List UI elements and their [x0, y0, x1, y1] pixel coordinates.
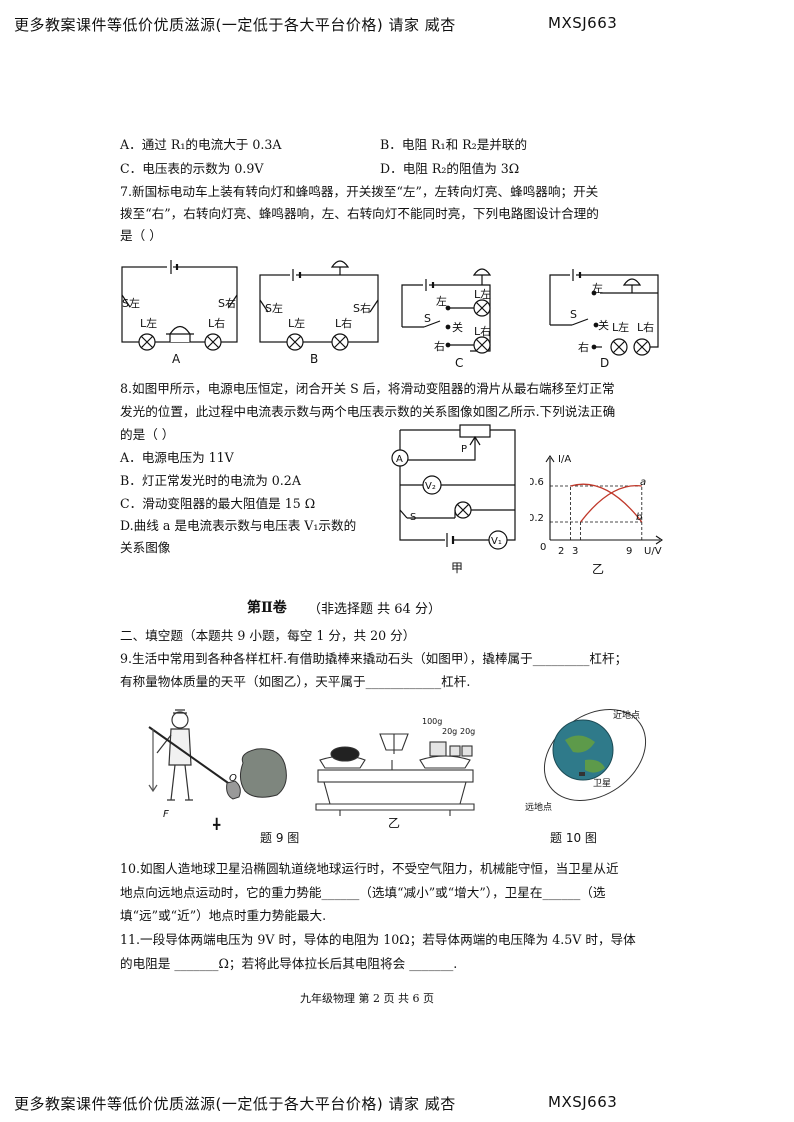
q9-line2: 有称量物体质量的天平（如图乙），天平属于____________杠杆. — [120, 674, 471, 689]
q9-fig-jia-label: ╋ — [213, 817, 221, 830]
q7d-switch-label: S — [570, 308, 577, 321]
section2-heading: 二、填空题（本题共 9 小题，每空 1 分，共 20 分） — [120, 628, 416, 643]
q8-v2-label: V₂ — [425, 481, 436, 492]
q7-label-b: B — [310, 352, 318, 366]
q8-fig-jia-label: 甲 — [451, 561, 463, 575]
q7d-l-left-label: L左 — [612, 321, 629, 334]
q7b-l-right-label: L右 — [335, 316, 352, 330]
q10-satellite-label: 卫星 — [593, 778, 611, 789]
q8-option-d-line2: 关系图像 — [120, 540, 171, 555]
q7-label-a: A — [172, 352, 181, 366]
chart-series-b-line — [570, 483, 643, 523]
q6-option-a: A．通过 R₁的电流大于 0.3A — [120, 137, 282, 152]
chart-series-a-label: a — [640, 477, 646, 488]
q7a-l-left-label: L左 — [140, 317, 157, 330]
q9-fig-yi-label: 乙 — [388, 816, 400, 830]
q10-line2: 地点向远地点运动时，它的重力势能______（选填“减小”或“增大”），卫星在_… — [120, 885, 606, 900]
chart-x-tick-9: 9 — [626, 546, 632, 557]
q7c-left-label: 左 — [436, 295, 447, 308]
q8-option-b: B．灯正常发光时的电流为 0.2A — [120, 473, 301, 488]
q9-lever-f-label: F — [163, 809, 169, 820]
section2-title: 第Ⅱ卷 — [247, 600, 287, 616]
q7b-s-left-label: S左 — [265, 302, 283, 315]
q7-label-c: C — [455, 356, 463, 370]
footer-code: MXSJ663 — [548, 1093, 618, 1111]
q7b-l-left-label: L左 — [288, 317, 305, 330]
chart-x-tick-0: 0 — [540, 542, 546, 553]
q7a-l-right-label: L右 — [208, 316, 225, 330]
chart-y-tick-02: 0.2 — [530, 513, 544, 524]
chart-x-arrow — [655, 535, 663, 545]
q10-orbit-figure: 近地点 卫星 远地点 — [525, 709, 647, 813]
q8-p-label: P — [461, 444, 467, 455]
q6-option-c: C．电压表的示数为 0.9V — [120, 161, 264, 176]
q9-caption: 题 9 图 — [260, 831, 300, 845]
page-footer: 九年级物理 第 2 页 共 6 页 — [300, 992, 434, 1005]
chart-series-b-label: b — [636, 512, 642, 523]
q7d-guan-label: 关 — [598, 318, 609, 332]
q6-option-b: B．电阻 R₁和 R₂是并联的 — [380, 137, 528, 152]
q10-line3: 填“远”或“近”）地点时重力势能最大. — [120, 908, 327, 923]
q10-line1: 10.如图人造地球卫星沿椭圆轨道绕地球运行时，不受空气阻力，机械能守恒，当卫星从… — [120, 861, 619, 876]
q7-label-d: D — [600, 356, 609, 370]
q11-line1: 11.一段导体两端电压为 9V 时，导体的电阻为 10Ω；若导体两端的电压降为 … — [120, 932, 636, 947]
q9-weight-20g-a: 20g — [442, 727, 457, 736]
q8-chart-yi: I/A U/V 0 2 3 9 0.2 0.6 a b 乙 — [530, 454, 663, 576]
q7d-l-right-label: L右 — [637, 320, 654, 334]
chart-y-arrow — [545, 455, 555, 463]
q9-lever-o-label: O — [229, 773, 237, 784]
q8-line1: 8.如图甲所示，电源电压恒定，闭合开关 S 后，将滑动变阻器的滑片从最右端移至灯… — [120, 381, 615, 396]
q9-balance-figure: 100g 20g 20g 乙 — [315, 717, 475, 830]
q10-far-label: 远地点 — [525, 801, 552, 813]
chart-series-a-line — [580, 485, 642, 523]
q9-weight-100g: 100g — [422, 717, 442, 726]
q8-line2: 发光的位置，此过程中电流表示数与两个电压表示数的关系图像如图乙所示.下列说法正确 — [120, 404, 616, 419]
chart-ylabel: I/A — [558, 454, 571, 465]
q7-line2: 拨至“右”，右转向灯亮、蜂鸣器响，左、右转向灯不能同时亮，下列电路图设计合理的 — [120, 206, 599, 221]
q6-option-d: D．电阻 R₂的阻值为 3Ω — [380, 161, 520, 176]
q7d-right-label: 右 — [578, 340, 589, 354]
q7-line1: 7.新国标电动车上装有转向灯和蜂鸣器，开关拨至“左”，左转向灯亮、蜂鸣器响；开关 — [120, 184, 599, 199]
section2-subtitle: （非选择题 共 64 分） — [308, 602, 441, 617]
q7c-right-label: 右 — [434, 339, 445, 353]
chart-x-tick-2: 2 — [558, 546, 564, 557]
q8-line3: 的是（ ） — [120, 427, 175, 442]
q11-line2: 的电阻是 _______Ω；若将此导体拉长后其电阻将会 _______. — [120, 956, 458, 971]
q7-circuit-diagrams: S左 S右 L左 L右 S左 S右 L左 L右 左 S 关 右 L左 L右 左 … — [121, 259, 659, 370]
q7b-s-right-label: S右 — [353, 301, 371, 315]
q7c-l-left-label: L左 — [474, 288, 491, 301]
q7c-l-right-label: L右 — [474, 324, 491, 338]
q8-s-label: S — [410, 512, 416, 523]
q7a-s-left-label: S左 — [122, 297, 140, 310]
q10-near-label: 近地点 — [613, 709, 640, 721]
q9-line1: 9.生活中常用到各种各样杠杆.有借助撬棒来撬动石头（如图甲），撬棒属于_____… — [120, 651, 628, 666]
q8-option-d-line1: D.曲线 a 是电流表示数与电压表 V₁示数的 — [120, 518, 357, 533]
chart-y-tick-06: 0.6 — [530, 477, 544, 488]
q7a-s-right-label: S右 — [218, 296, 236, 310]
q7c-switch-label: S — [424, 312, 431, 325]
footer-banner: 更多教案课件等低价优质滋源(一定低于各大平台价格) 请家 威杏 — [14, 1095, 456, 1113]
q9-weight-20g-b: 20g — [460, 727, 475, 736]
header-code: MXSJ663 — [548, 14, 618, 32]
q8-option-c: C．滑动变阻器的最大阻值是 15 Ω — [120, 496, 316, 511]
q7-line3: 是（ ） — [120, 228, 162, 243]
q9-lever-figure: O F ╋ — [148, 709, 287, 830]
q10-caption: 题 10 图 — [550, 831, 597, 845]
q8-v1-label: V₁ — [491, 536, 502, 547]
q8-option-a: A．电源电压为 11V — [120, 450, 234, 465]
q8-circuit-jia: A V₂ V₁ P S 甲 — [391, 424, 516, 575]
header-banner: 更多教案课件等低价优质滋源(一定低于各大平台价格) 请家 威杏 — [14, 16, 456, 34]
q8-fig-yi-label: 乙 — [592, 562, 604, 576]
q7d-left-label: 左 — [592, 282, 603, 295]
q7c-guan-label: 关 — [452, 320, 463, 334]
q8-ammeter-label: A — [396, 454, 403, 465]
chart-xlabel: U/V — [644, 546, 662, 557]
chart-x-tick-3: 3 — [572, 546, 578, 557]
